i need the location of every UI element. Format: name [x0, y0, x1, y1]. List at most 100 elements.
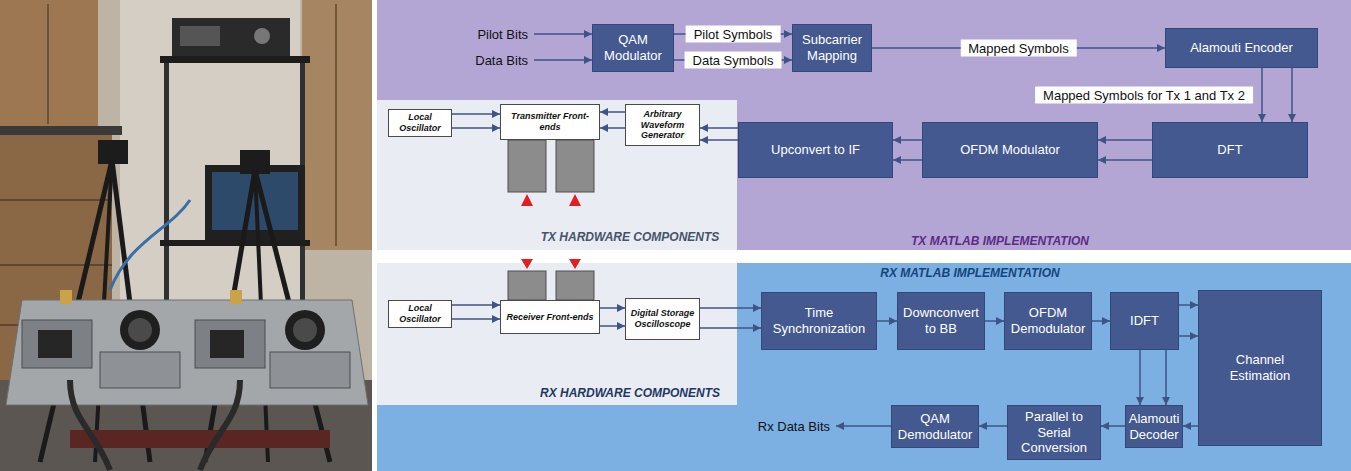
signal-arrow — [600, 307, 625, 309]
io-arrows — [534, 34, 891, 426]
process-box: OFDM Demodulator — [1004, 292, 1092, 350]
signal-arrow — [1291, 68, 1293, 122]
tx-front-end-modules-part — [508, 140, 546, 192]
breadboard-part — [100, 352, 180, 388]
signal-arrow — [1139, 350, 1141, 405]
signal-arrow — [600, 325, 625, 327]
lab-cabinets-part — [302, 0, 372, 250]
box-text-holder: Upconvert to IF — [771, 142, 860, 158]
hardware-box: Local Oscillator — [388, 109, 452, 137]
lab-cabinets-part — [0, 126, 122, 135]
equipment-cart-part — [180, 26, 220, 46]
signal-arrow — [1098, 139, 1152, 141]
lab-wall-part — [0, 0, 372, 471]
process-box: Downconvert to BB — [897, 292, 985, 350]
signal-arrow — [877, 320, 897, 322]
process-box: Time Synchronization — [761, 292, 877, 350]
signal-arrow — [985, 320, 1004, 322]
box-text: Digital Storage Oscilloscope — [629, 308, 696, 330]
signal-arrow — [979, 425, 1007, 427]
box-text-holder: OFDM Modulator — [960, 142, 1060, 158]
box-text: Alamouti Decoder — [1129, 411, 1180, 442]
edge-label-patch: Data Symbols — [685, 52, 782, 69]
box-text-holder: Alamouti Encoder — [1190, 40, 1293, 56]
signal-arrow — [700, 127, 738, 129]
process-box: Subcarrier Mapping — [792, 24, 872, 72]
box-text: Arbitrary Waveform Generator — [629, 109, 696, 141]
panel-title-holder: RX HARDWARE COMPONENTS — [540, 386, 720, 400]
lab-photo — [0, 0, 372, 471]
breadboard-part — [210, 330, 244, 358]
equipment-cart — [160, 18, 310, 313]
lab-cabinets-part — [335, 4, 337, 246]
hardware-box: Transmitter Front-ends — [500, 104, 600, 140]
box-text: Alamouti Encoder — [1190, 40, 1293, 56]
box-text-holder: QAM Demodulator — [897, 411, 973, 442]
edge-label-patch: Pilot Symbols — [686, 26, 781, 43]
signal-arrow — [452, 304, 500, 306]
lab-cabinets-part — [47, 4, 49, 124]
signal-arrow — [893, 159, 922, 161]
signal-arrow — [452, 127, 500, 129]
breadboard-part — [200, 380, 240, 470]
box-text-holder: OFDM Demodulator — [1010, 305, 1086, 336]
signal-arrow — [1098, 159, 1152, 161]
tx-front-end-modules-part — [521, 194, 533, 206]
breadboard-part — [22, 320, 92, 368]
io-label: Data Bits — [475, 53, 528, 68]
process-box: DFT — [1152, 122, 1308, 178]
tx-front-end-modules — [508, 140, 594, 206]
edge-label: Pilot Symbols — [694, 27, 773, 42]
lab-cabinets-part — [0, 264, 112, 266]
process-box: Alamouti Decoder — [1125, 405, 1183, 448]
box-text-holder: Alamouti Decoder — [1129, 411, 1180, 442]
process-box: Alamouti Encoder — [1165, 28, 1318, 68]
lab-wall-part — [120, 0, 300, 300]
lab-cabinets-part — [0, 199, 112, 201]
box-text-holder: DFT — [1217, 142, 1242, 158]
signal-arrow — [1261, 68, 1263, 122]
process-box: Parallel to Serial Conversion — [1007, 405, 1101, 460]
io-label: Rx Data Bits — [758, 419, 830, 434]
edge-label-patch: Mapped Symbols — [960, 40, 1076, 57]
process-box: OFDM Modulator — [922, 122, 1098, 178]
equipment-cart-part — [254, 28, 270, 44]
signal-arrow — [1101, 425, 1125, 427]
box-text: OFDM Demodulator — [1010, 305, 1086, 336]
edge-label: Mapped Symbols for Tx 1 and Tx 2 — [1043, 88, 1245, 103]
box-text: Transmitter Front-ends — [504, 111, 596, 133]
panel-title: TX MATLAB IMPLEMENTATION — [911, 234, 1089, 248]
box-text: Parallel to Serial Conversion — [1013, 409, 1095, 456]
breadboard-part — [38, 330, 72, 358]
box-text-holder: Downconvert to BB — [903, 305, 979, 336]
box-text: OFDM Modulator — [960, 142, 1060, 158]
io-label-holder: Data Bits — [475, 53, 528, 68]
box-text: QAM Modulator — [598, 32, 668, 63]
breadboard-part — [110, 200, 190, 290]
box-text: Upconvert to IF — [771, 142, 860, 158]
box-text: Local Oscillator — [392, 303, 448, 325]
process-box: QAM Demodulator — [891, 405, 979, 448]
io-label-holder: Pilot Bits — [477, 27, 528, 42]
panel-title-holder: RX MATLAB IMPLEMENTATION — [880, 266, 1059, 280]
hardware-box: Arbitrary Waveform Generator — [625, 104, 700, 146]
io-arrows-part — [534, 33, 592, 35]
breadboard-part — [285, 310, 325, 350]
breadboard-part — [195, 320, 265, 368]
signal-arrow — [1165, 350, 1167, 405]
panel-title-holder: TX HARDWARE COMPONENTS — [541, 230, 720, 244]
signal-arrow — [700, 327, 761, 329]
box-text-holder: Channel Estimation — [1204, 352, 1316, 383]
box-text-holder: Subcarrier Mapping — [798, 32, 866, 63]
box-text: DFT — [1217, 142, 1242, 158]
process-box: IDFT — [1110, 292, 1179, 350]
lab-wall — [0, 0, 372, 471]
equipment-cart-part — [160, 240, 310, 246]
signal-arrow — [1183, 425, 1198, 427]
breadboard-part — [293, 318, 317, 342]
hardware-box: Local Oscillator — [388, 300, 452, 328]
box-text-holder: QAM Modulator — [598, 32, 668, 63]
edge-label: Data Symbols — [693, 53, 774, 68]
process-box: Channel Estimation — [1198, 290, 1322, 446]
signal-arrow — [700, 307, 761, 309]
